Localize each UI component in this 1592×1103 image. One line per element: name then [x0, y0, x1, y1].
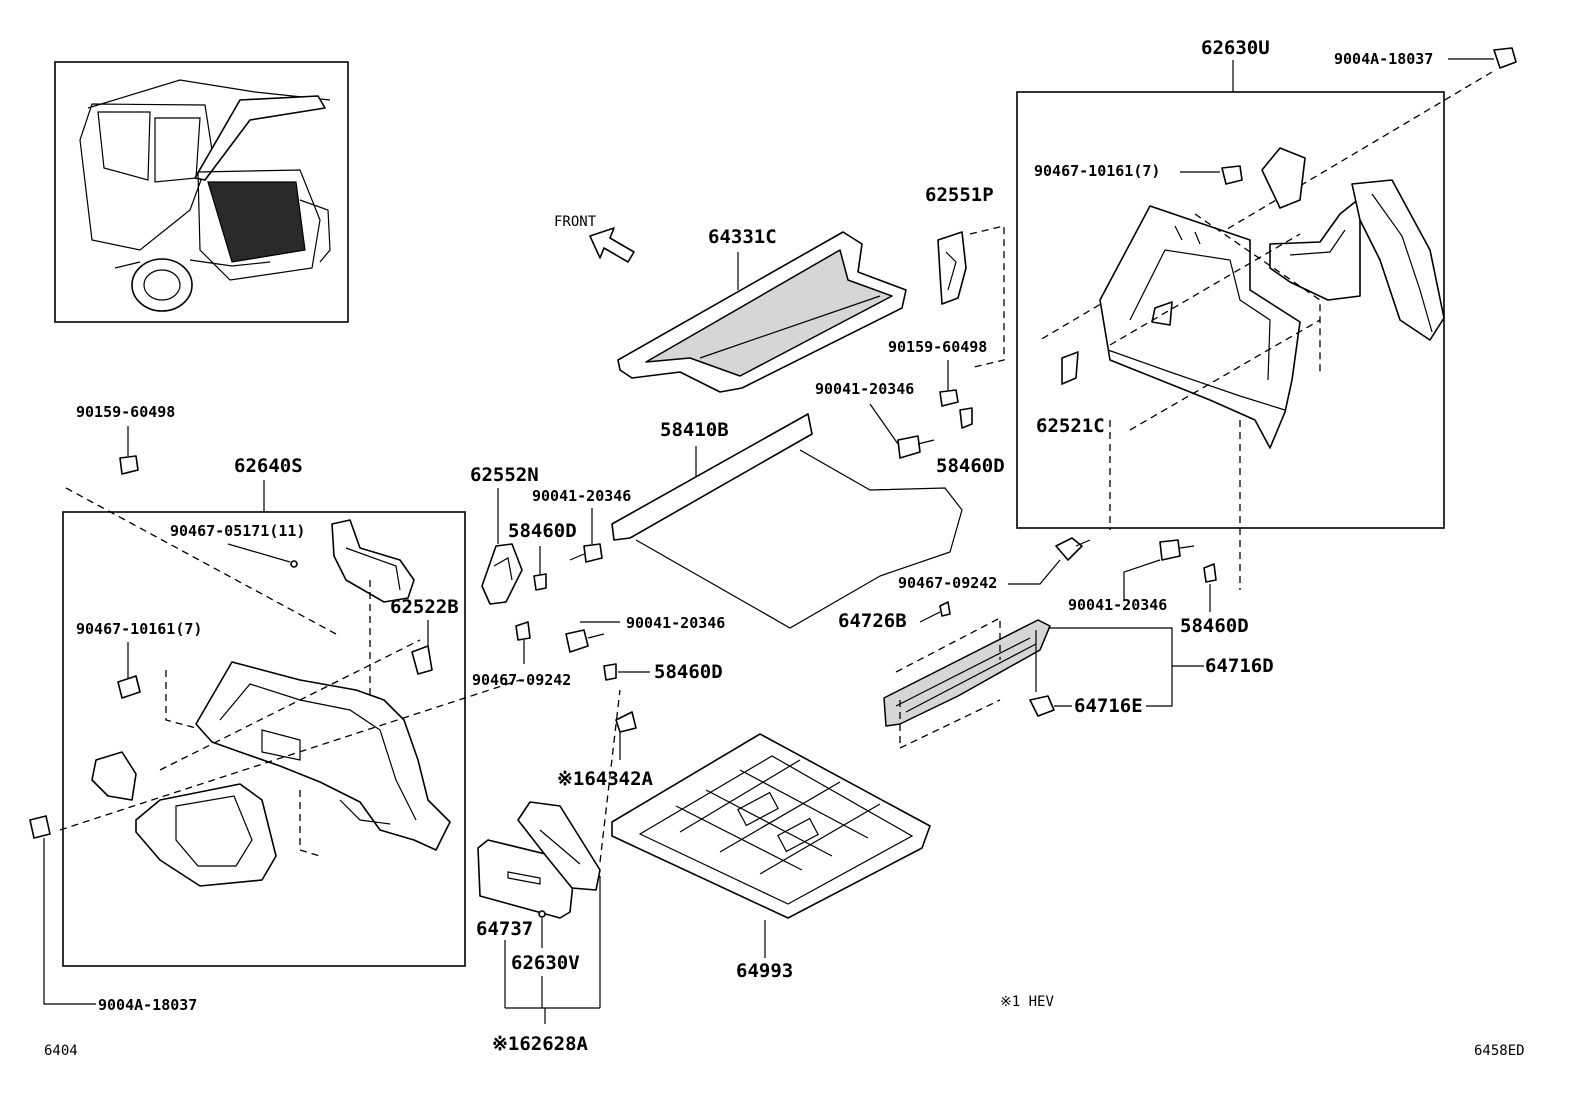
label-62628A: ※162628A [492, 1033, 589, 1055]
label-90041-20346-b: 90041-20346 [532, 487, 631, 505]
label-64342A: ※164342A [557, 768, 654, 790]
label-64331C: 64331C [708, 226, 777, 248]
page-code-left: 6404 [44, 1043, 78, 1059]
fasteners-center-left: 90467-09242 90041-20346 58460D ※164342A [472, 614, 725, 790]
label-90467-10161-left: 90467-10161(7) [76, 620, 202, 638]
fasteners-left: 90159-60498 9004A-18037 [29, 403, 197, 1014]
part-62552N: 62552N 58460D 90041-20346 [470, 464, 631, 605]
label-64716E: 64716E [1074, 695, 1143, 717]
fasteners-right-lower: 90467-09242 90041-20346 58460D [898, 537, 1249, 637]
label-62522B: 62522B [390, 596, 459, 618]
label-90467-10161-right: 90467-10161(7) [1034, 162, 1160, 180]
part-64716D: 64726B 64716D 64716E [838, 601, 1274, 750]
front-indicator: FRONT [554, 214, 635, 263]
page-code-right: 6458ED [1474, 1043, 1525, 1059]
label-62630V: 62630V [511, 952, 580, 974]
label-64716D: 64716D [1205, 655, 1274, 677]
note-hev: ※1 HEV [1000, 994, 1054, 1010]
label-90467-09242-left: 90467-09242 [472, 671, 571, 689]
label-90467-05171: 90467-05171(11) [170, 522, 305, 540]
label-90159-60498-right: 90159-60498 [888, 338, 987, 356]
part-62628A: 64737 62630V ※162628A [476, 689, 621, 1055]
part-64993: 64993 [611, 733, 931, 982]
label-90041-20346-d: 90041-20346 [1068, 596, 1167, 614]
label-58460D-b: 58460D [508, 520, 577, 542]
label-64726B: 64726B [838, 610, 907, 632]
label-9004A-18037-bottom: 9004A-18037 [98, 996, 197, 1014]
label-58460D-d: 58460D [1180, 615, 1249, 637]
group-62640S: 62640S 90467-05171(11) 90467-10161(7) 62… [59, 455, 521, 967]
label-62552N: 62552N [470, 464, 539, 486]
label-90041-20346-c: 90041-20346 [626, 614, 725, 632]
part-62551P: 62551P [925, 184, 1005, 369]
group-62630U: 62630U 9004A-18037 90467-10161(7) 62521C [1016, 37, 1517, 590]
label-9004A-18037-top: 9004A-18037 [1334, 50, 1433, 68]
label-62521C: 62521C [1036, 415, 1105, 437]
label-58460D-a: 58460D [936, 455, 1005, 477]
label-62551P: 62551P [925, 184, 994, 206]
label-62630U: 62630U [1201, 37, 1270, 59]
front-label: FRONT [554, 214, 597, 230]
label-64737: 64737 [476, 918, 533, 940]
label-58410B: 58410B [660, 419, 729, 441]
label-58460D-c: 58460D [654, 661, 723, 683]
label-90159-60498-left: 90159-60498 [76, 403, 175, 421]
fasteners-center-right: 90159-60498 90041-20346 58460D [815, 338, 1005, 477]
vehicle-inset [54, 61, 349, 323]
label-90041-20346-a: 90041-20346 [815, 380, 914, 398]
part-64331C: 64331C [617, 226, 907, 393]
label-90467-09242-right: 90467-09242 [898, 574, 997, 592]
label-64993: 64993 [736, 960, 793, 982]
part-58410B: 58410B [611, 413, 963, 629]
label-62640S: 62640S [234, 455, 303, 477]
